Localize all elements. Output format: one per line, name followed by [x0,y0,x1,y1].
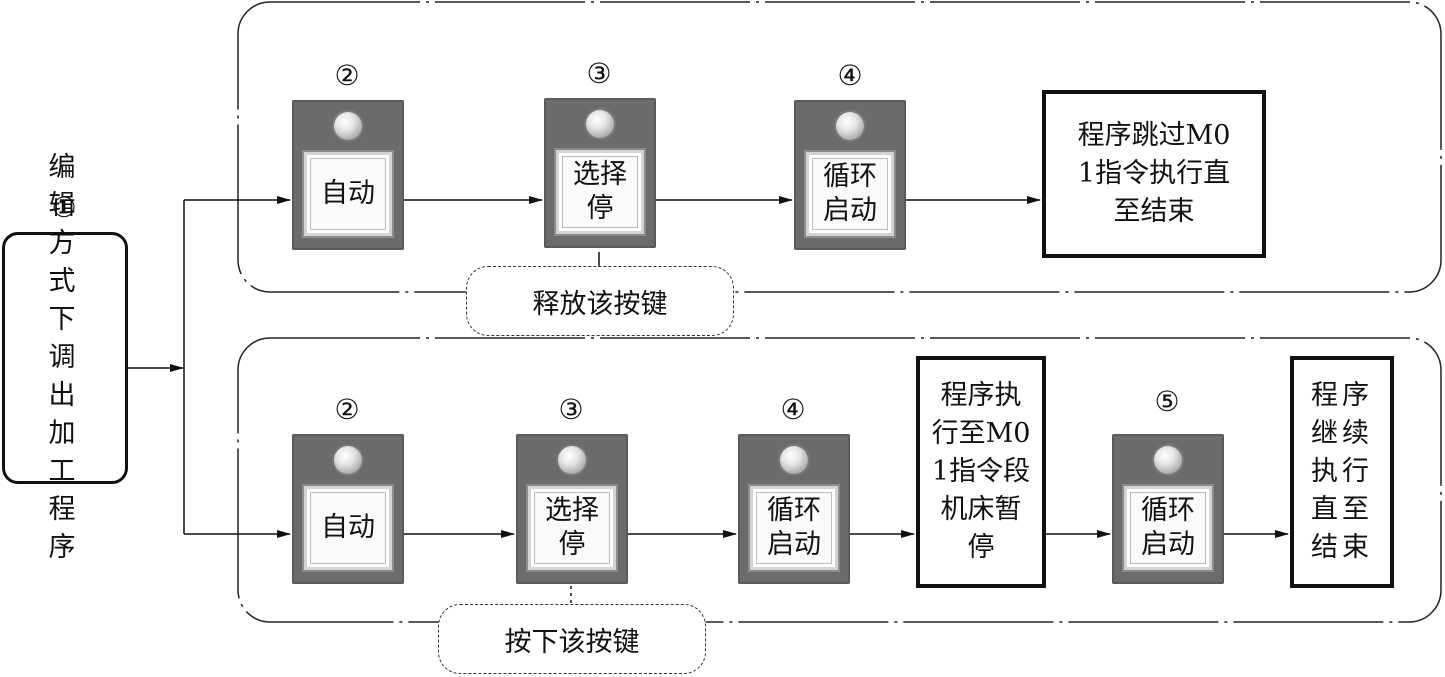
start-step-number: ① [51,191,77,224]
indicator-lamp-icon [558,446,586,474]
button-label: 循环启动 [823,161,877,226]
bottom-press-key-note: 按下该按键 [438,604,706,674]
button-face[interactable]: 选择停 [528,486,616,570]
bottom-pause-box: 程序执行至M01指令段机床暂停 [916,356,1046,588]
bottom-note-text: 按下该按键 [504,626,640,658]
button-label: 自动 [321,178,375,209]
top-branch-frame [237,1,1442,293]
bottom-result-box: 程序继续执行直至结束 [1290,356,1394,588]
bottom-step-number-cycle-start: ④ [780,393,806,426]
bottom-result-text: 程序继续执行直至结束 [1311,380,1373,563]
start-node-text: 编辑方式下调出加工程序 [48,152,82,563]
button-label: 循环启动 [767,495,821,560]
bottom-step-number-optional-stop: ③ [558,393,584,426]
indicator-lamp-icon [334,446,362,474]
button-face[interactable]: 自动 [304,486,392,570]
bottom-cycle-start-button[interactable]: 循环启动 [738,434,850,584]
bottom-step-number-resume: ⑤ [1154,385,1180,418]
top-step-number-cycle-start: ④ [837,59,863,92]
button-face[interactable]: 循环启动 [806,152,894,236]
top-step-number-auto: ② [334,59,360,92]
top-step-number-optional-stop: ③ [586,57,612,90]
bottom-pause-text: 程序执行至M01指令段机床暂停 [931,380,1031,563]
bottom-auto-button[interactable]: 自动 [292,434,404,584]
top-cycle-start-button[interactable]: 循环启动 [794,100,906,250]
button-face[interactable]: 选择停 [556,150,644,234]
top-optional-stop-button[interactable]: 选择停 [544,98,656,248]
top-note-text: 释放该按键 [532,288,668,320]
button-label: 选择停 [545,495,599,560]
top-auto-button[interactable]: 自动 [292,100,404,250]
start-node: 编辑方式下调出加工程序 [2,152,128,563]
bottom-branch-frame [237,337,1442,623]
bottom-resume-cycle-start-button[interactable]: 循环启动 [1112,434,1224,584]
bottom-step-number-auto: ② [334,393,360,426]
bottom-optional-stop-button[interactable]: 选择停 [516,434,628,584]
indicator-lamp-icon [780,446,808,474]
button-face[interactable]: 循环启动 [750,486,838,570]
top-release-key-note: 释放该按键 [466,266,734,336]
button-label: 自动 [321,512,375,543]
button-label: 循环启动 [1141,495,1195,560]
top-result-text: 程序跳过M01指令执行直至结束 [1077,120,1231,227]
button-face[interactable]: 自动 [304,152,392,236]
button-face[interactable]: 循环启动 [1124,486,1212,570]
button-label: 选择停 [573,159,627,224]
indicator-lamp-icon [1154,446,1182,474]
indicator-lamp-icon [586,110,614,138]
top-result-box: 程序跳过M01指令执行直至结束 [1042,90,1266,258]
indicator-lamp-icon [334,112,362,140]
indicator-lamp-icon [836,112,864,140]
